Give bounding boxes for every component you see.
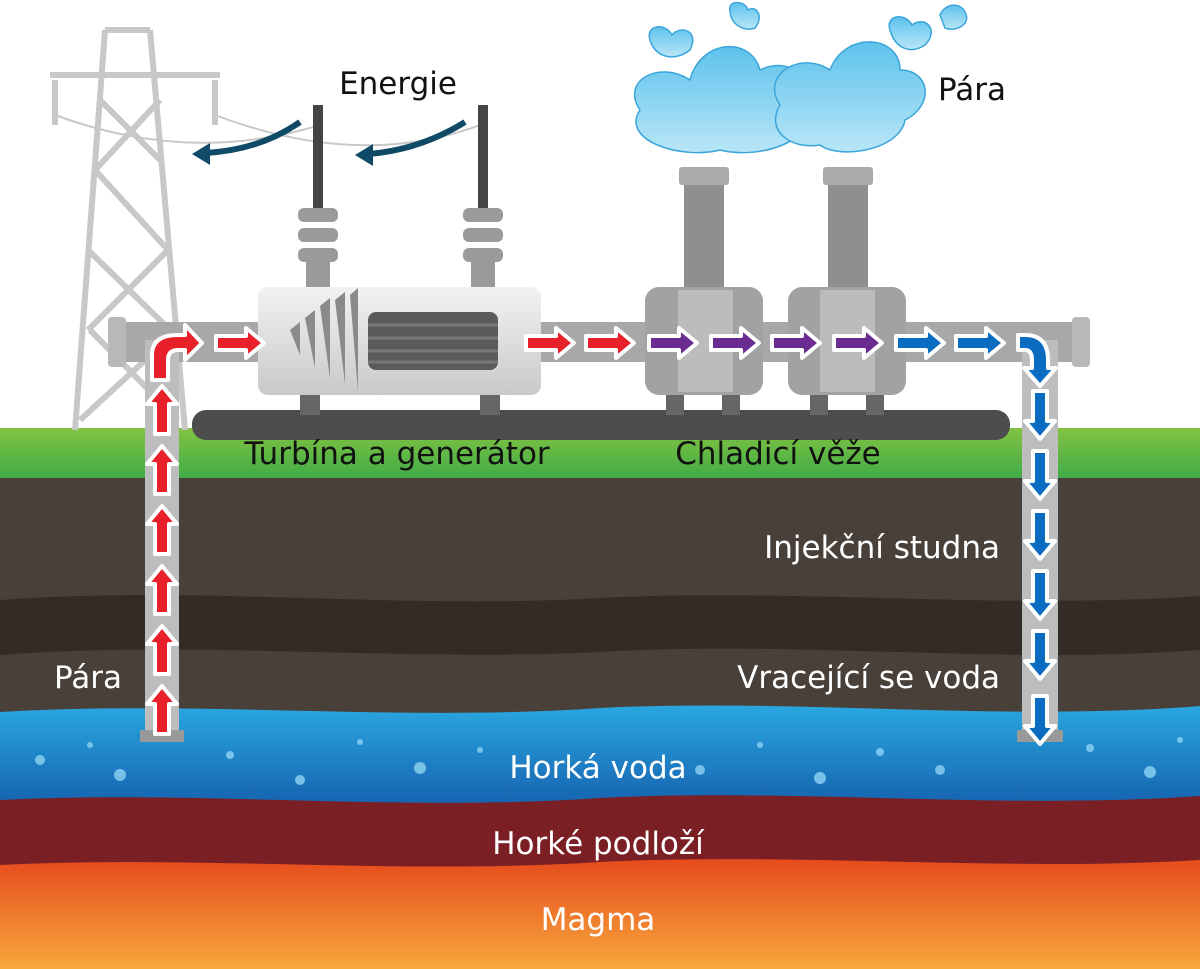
cooling-tower [645, 167, 763, 415]
label-turbine-generator: Turbína a generátor [243, 436, 550, 472]
cooling-tower [788, 167, 906, 415]
magma-layer [0, 859, 1200, 969]
water-bubbles [35, 737, 1183, 785]
elbow-arrow [150, 323, 204, 382]
platform [192, 410, 1010, 440]
cold-flow-arrows [894, 326, 1058, 746]
label-hot-water: Horká voda [509, 750, 686, 786]
label-energy: Energie [339, 66, 457, 102]
label-hot-bedrock: Horké podloží [492, 826, 705, 862]
turbine-generator [258, 287, 541, 415]
dark-rock-layer [0, 595, 1200, 655]
bedrock-layer [0, 795, 1200, 870]
steam-clouds [633, 1, 968, 154]
insulators [298, 105, 503, 290]
label-cooling-towers: Chladicí věže [675, 436, 880, 472]
steam-flow-arrows [145, 323, 636, 736]
label-magma: Magma [541, 902, 656, 938]
cooling-towers [645, 167, 906, 415]
elbow-arrow [1016, 333, 1058, 388]
label-steam-left: Pára [54, 660, 122, 696]
label-returning-water: Vracející se voda [737, 660, 1000, 696]
label-steam-top: Pára [938, 72, 1006, 108]
energy-arrows [204, 119, 467, 157]
label-injection-well: Injekční studna [764, 530, 1000, 566]
